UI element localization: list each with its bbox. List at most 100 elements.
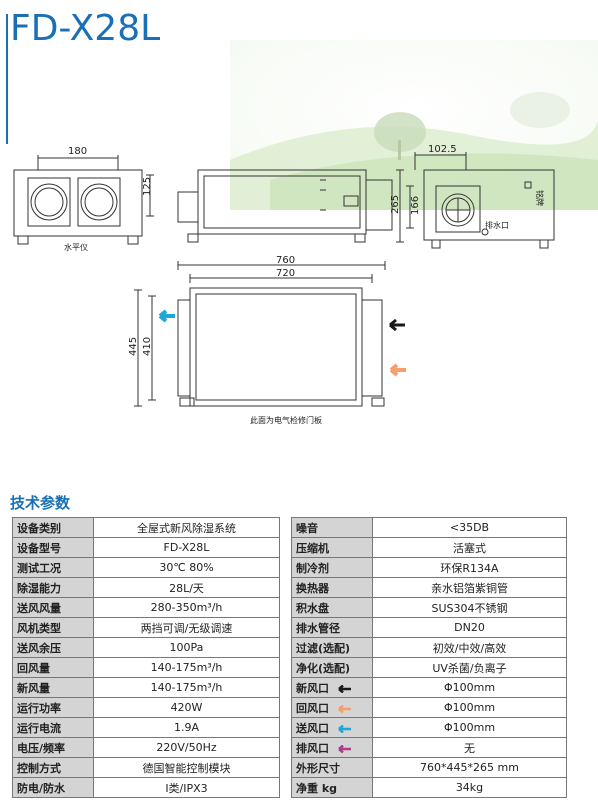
spec-key-label: 运行电流: [17, 721, 61, 735]
spec-key: 换热器: [291, 577, 373, 598]
spec-value: 28L/天: [93, 577, 280, 598]
table-row: 新风量 140-175m³/h: [12, 677, 280, 698]
spec-value: 环保R134A: [372, 557, 567, 578]
spec-key: 设备型号: [12, 537, 94, 558]
spec-key: 除湿能力: [12, 577, 94, 598]
table-row: 送风口 Φ100mm: [291, 717, 567, 738]
table-row: 净重 kg 34kg: [291, 777, 567, 798]
spec-key: 送风风量: [12, 597, 94, 618]
spec-key-label: 制冷剂: [296, 561, 329, 575]
spec-key-label: 过滤(选配): [296, 641, 351, 655]
dim-top-width-outer: 760: [276, 255, 295, 266]
spec-key: 新风量: [12, 677, 94, 698]
table-row: 压缩机活塞式: [291, 537, 567, 558]
spec-key-label: 送风口: [296, 721, 329, 735]
spec-key-label: 压缩机: [296, 541, 329, 555]
spec-key: 回风量: [12, 657, 94, 678]
spec-value: 1.9A: [93, 717, 280, 738]
spec-value: 100Pa: [93, 637, 280, 658]
spec-value: 760*445*265 mm: [372, 757, 567, 778]
spec-key: 电压/频率: [12, 737, 94, 758]
spec-value: SUS304不锈钢: [372, 597, 567, 618]
landscape-illustration: [230, 40, 598, 210]
dim-top-height-inner: 410: [142, 337, 153, 356]
spec-value: 30℃ 80%: [93, 557, 280, 578]
flow-arrow-icon: [338, 704, 351, 713]
spec-key-label: 运行功率: [17, 701, 61, 715]
spec-key: 回风口: [291, 697, 373, 718]
spec-key: 送风余压: [12, 637, 94, 658]
spec-key-label: 净重 kg: [296, 781, 338, 795]
spec-key-label: 回风口: [296, 701, 329, 715]
spec-value: 34kg: [372, 777, 567, 798]
spec-key-label: 设备类别: [17, 521, 61, 535]
spec-key-label: 换热器: [296, 581, 329, 595]
spec-value: FD-X28L: [93, 537, 280, 558]
spec-value: Φ100mm: [372, 717, 567, 738]
spec-key: 风机类型: [12, 617, 94, 638]
spec-value: UV杀菌/负离子: [372, 657, 567, 678]
spec-value: 140-175m³/h: [93, 677, 280, 698]
table-row: 测试工况 30℃ 80%: [12, 557, 280, 578]
top-view: [134, 261, 386, 407]
spec-key: 设备类别: [12, 517, 94, 538]
table-row: 积水盘 SUS304不锈钢: [291, 597, 567, 618]
flow-arrow-icon: [338, 724, 351, 733]
flow-arrow-icon: [338, 744, 351, 753]
top-view-arrows: [158, 309, 406, 377]
spec-key-label: 外形尺寸: [296, 761, 340, 775]
spec-key: 测试工况: [12, 557, 94, 578]
spec-value: DN20: [372, 617, 567, 638]
dim-side-offset: 102.5: [428, 144, 457, 155]
spec-key: 过滤(选配): [291, 637, 373, 658]
spec-key-label: 噪音: [296, 521, 318, 535]
table-row: 制冷剂 环保R134A: [291, 557, 567, 578]
spec-key: 排风口: [291, 737, 373, 758]
spec-key-label: 测试工况: [17, 561, 61, 575]
spec-key: 净化(选配): [291, 657, 373, 678]
spec-value: 无: [372, 737, 567, 758]
spec-key-label: 新风口: [296, 681, 329, 695]
spec-key: 新风口: [291, 677, 373, 698]
spec-key: 净重 kg: [291, 777, 373, 798]
dim-front-width: 180: [68, 146, 87, 157]
nameplate-label: 铭牌: [535, 190, 545, 206]
spec-key-label: 电压/频率: [17, 741, 66, 755]
spec-key: 外形尺寸: [291, 757, 373, 778]
drain-label: 排水口: [485, 220, 509, 230]
spec-value: 两挡可调/无级调速: [93, 617, 280, 638]
table-row: 外形尺寸 760*445*265 mm: [291, 757, 567, 778]
table-row: 排水管径 DN20: [291, 617, 567, 638]
dim-top-width-inner: 720: [276, 268, 295, 279]
spec-key: 运行电流: [12, 717, 94, 738]
spec-key-label: 回风量: [17, 661, 50, 675]
spec-key-label: 排水管径: [296, 621, 340, 635]
spec-key-label: 新风量: [17, 681, 50, 695]
spec-value: Φ100mm: [372, 677, 567, 698]
spec-key-label: 送风风量: [17, 601, 61, 615]
spec-key: 噪音: [291, 517, 373, 538]
spec-value: 140-175m³/h: [93, 657, 280, 678]
spec-key: 送风口: [291, 717, 373, 738]
spec-key: 压缩机: [291, 537, 373, 558]
spec-key-label: 排风口: [296, 741, 329, 755]
spec-value: <35DB: [372, 517, 567, 538]
table-row: 运行电流 1.9A: [12, 717, 280, 738]
spec-key: 制冷剂: [291, 557, 373, 578]
table-row: 过滤(选配)初效/中效/高效: [291, 637, 567, 658]
spec-key-label: 积水盘: [296, 601, 329, 615]
dim-front-height: 125: [142, 177, 153, 196]
spec-value: 全屋式新风除湿系统: [93, 517, 280, 538]
front-label: 水平仪: [64, 242, 88, 252]
spec-key-label: 净化(选配): [296, 661, 351, 675]
table-row: 净化(选配) UV杀菌/负离子: [291, 657, 567, 678]
